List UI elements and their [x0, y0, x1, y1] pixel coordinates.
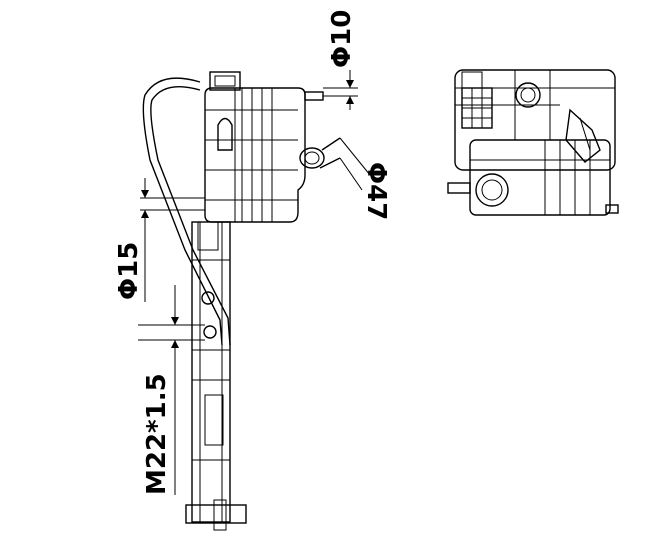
side-view	[142, 71, 341, 531]
radiator-core	[185, 221, 247, 531]
phi10-label: Φ10	[327, 10, 357, 68]
phi15-label: Φ15	[114, 242, 144, 300]
filler-neck	[299, 137, 341, 169]
dimension-phi15: Φ15	[114, 178, 205, 302]
dimension-m22: M22*1.5	[138, 285, 205, 495]
overflow-hose	[142, 77, 231, 346]
m22-label: M22*1.5	[142, 373, 172, 495]
expansion-tank	[204, 71, 341, 223]
dimension-phi10: Φ10	[323, 10, 358, 110]
phi47-label: Φ47	[361, 162, 391, 220]
front-view	[447, 69, 619, 216]
dimension-phi47: Φ47	[339, 137, 391, 220]
